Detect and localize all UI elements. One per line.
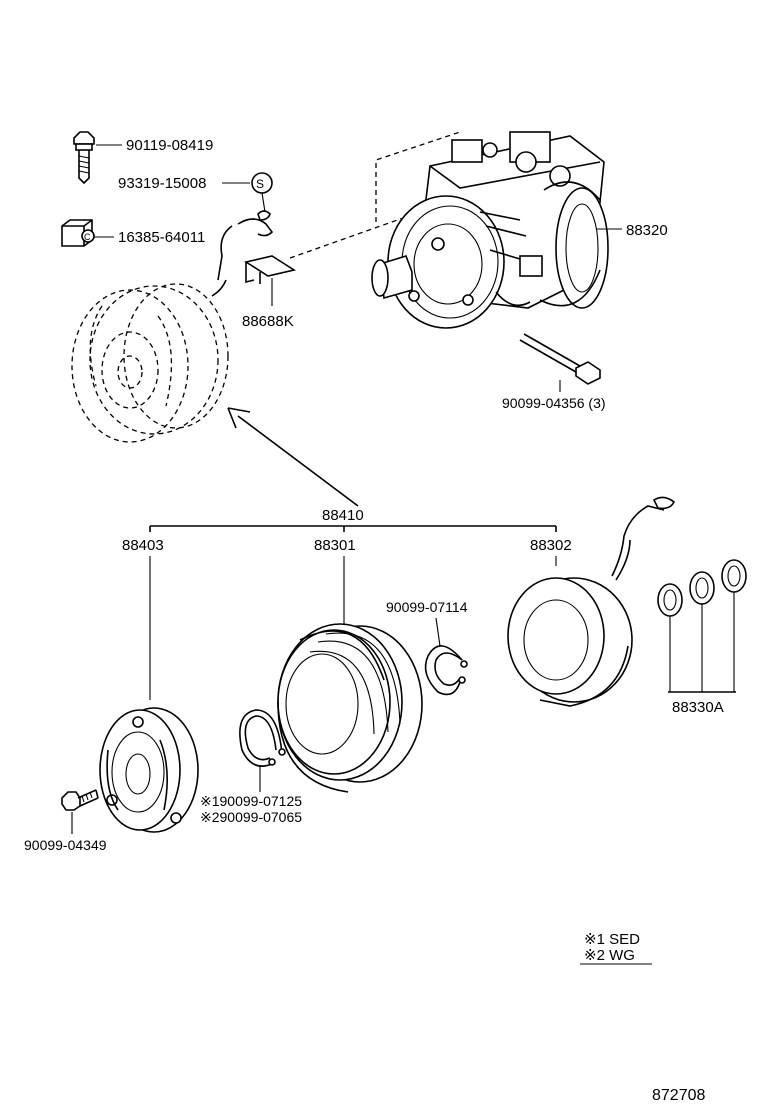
c-mark: C — [84, 232, 91, 242]
hub-88403 — [99, 707, 199, 833]
dashed-link-a — [375, 131, 461, 222]
bolt-90099-04356 — [519, 333, 601, 392]
label-screw-s: 93319-15008 — [118, 175, 206, 192]
label-pulley: 88301 — [314, 537, 356, 554]
label-hub-bolt: 90099-04349 — [24, 837, 107, 853]
pulley-88301 — [277, 623, 423, 793]
label-stator: 88302 — [530, 537, 572, 554]
label-bracket: 88688K — [242, 313, 294, 330]
shims-88330a — [657, 559, 747, 693]
label-snap-ring-a: 90099-07114 — [386, 599, 468, 615]
clutch-assembly-outline — [71, 279, 229, 443]
label-hub: 88403 — [122, 537, 164, 554]
legend-line-1: ※1 SED — [584, 931, 640, 948]
label-bolt-top: 90119-08419 — [126, 137, 213, 154]
compressor-88320 — [371, 131, 622, 329]
bolt-90099-04349 — [61, 789, 99, 834]
legend-line-2: ※2 WG — [584, 947, 635, 964]
dashed-link-b — [289, 211, 421, 259]
assembly-arrow — [227, 407, 359, 507]
label-snap-ring-1: ※190099-07125 — [200, 793, 302, 809]
screw-93319-15008: 93319-15008 S — [118, 172, 273, 221]
label-shims: 88330A — [672, 699, 724, 716]
label-clamp-c: 16385-64011 — [118, 229, 205, 246]
label-snap-ring-2: ※290099-07065 — [200, 809, 302, 825]
bracket-88688k — [217, 218, 297, 306]
legend: ※1 SED ※2 WG — [580, 931, 652, 965]
diagram-number: 872708 — [652, 1087, 705, 1104]
snap-ring-a — [424, 645, 468, 696]
snap-ring-b — [239, 709, 286, 767]
label-compressor: 88320 — [626, 222, 668, 239]
label-clutch-assy: 88410 — [322, 507, 364, 524]
label-comp-bolt: 90099-04356 (3) — [502, 395, 606, 411]
clamp-16385-64011: C 16385-64011 — [61, 219, 205, 247]
stator-88302 — [507, 496, 676, 707]
s-mark: S — [256, 177, 264, 191]
bolt-90119-08419 — [73, 131, 122, 185]
